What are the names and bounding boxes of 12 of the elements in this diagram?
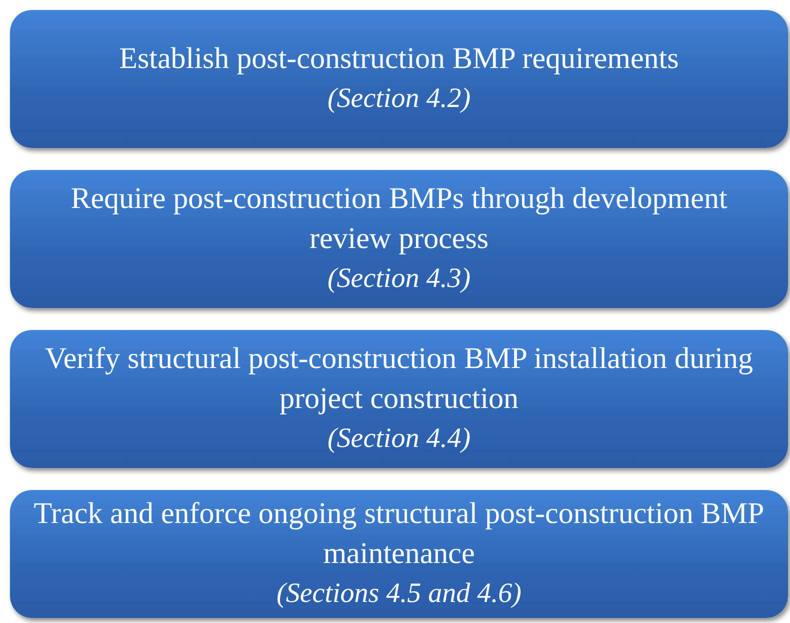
- section-reference: (Section 4.2): [327, 82, 471, 116]
- section-reference: (Sections 4.5 and 4.6): [276, 577, 522, 611]
- step-text: Require post-construction BMPs through development review process: [70, 181, 728, 257]
- process-box: [10, 170, 788, 308]
- step-text: Track and enforce ongoing structural post-construction BMP maintenance: [32, 496, 766, 572]
- section-reference: (Section 4.4): [327, 422, 471, 456]
- section-reference: (Section 4.3): [327, 262, 471, 296]
- step-text: Establish post-construction BMP requirements: [119, 41, 679, 77]
- process-box: [10, 490, 788, 618]
- process-box: [10, 10, 788, 148]
- process-box: [10, 330, 788, 468]
- step-text: Verify structural post-construction BMP installation during project construction: [44, 341, 754, 417]
